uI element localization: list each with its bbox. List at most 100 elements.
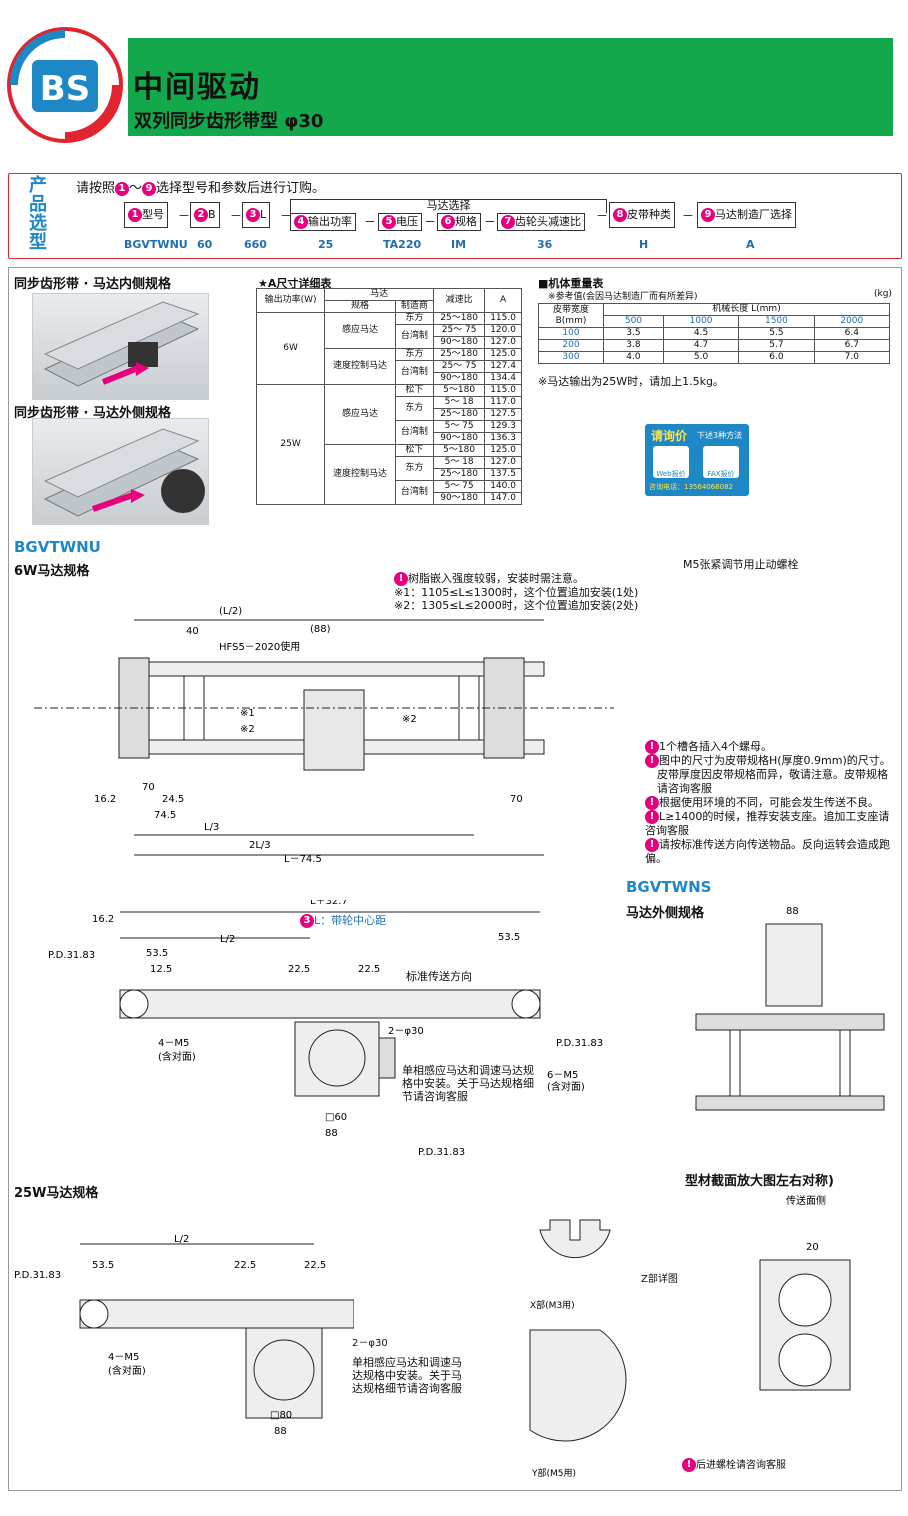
inner-spec-photo xyxy=(32,293,209,400)
drawing-6w-side-view: L＋32.7 16.2 L/2 53.5 12.5 22.5 22.5 53.5… xyxy=(48,900,603,1158)
svg-text:53.5: 53.5 xyxy=(92,1260,114,1271)
code-spec: IM xyxy=(451,238,467,251)
page-subtitle: 双列同步齿形带型 φ30 xyxy=(134,111,324,132)
svg-text:53.5: 53.5 xyxy=(498,932,520,943)
conveying-direction: 标准传送方向 xyxy=(406,970,472,983)
main-frame xyxy=(8,267,902,1491)
svg-text:□60: □60 xyxy=(325,1112,347,1123)
svg-text:88: 88 xyxy=(325,1128,338,1139)
svg-text:40: 40 xyxy=(186,626,199,637)
svg-text:(含对面): (含对面) xyxy=(108,1364,146,1377)
svg-text:22.5: 22.5 xyxy=(304,1260,326,1271)
drawing-part-details: X部(M3用) Y部(M5用) xyxy=(529,1219,627,1479)
weight-note: ※参考值(会因马达制造厂而有所差异) xyxy=(548,292,698,302)
weight-table-title: ■机体重量表 xyxy=(538,277,604,290)
web-quote-icon: Web报价 xyxy=(653,446,689,478)
svg-text:53.5: 53.5 xyxy=(146,948,168,959)
svg-text:P.D.31.83: P.D.31.83 xyxy=(418,1147,465,1158)
motor-6w-title: 6W马达规格 xyxy=(14,564,90,579)
code-voltage: TA220 xyxy=(383,238,422,251)
svg-text:70: 70 xyxy=(510,794,523,805)
code-l: 660 xyxy=(244,238,267,251)
right-notes: !1个槽各插入4个螺母。 !图中的尺寸为皮带规格H(厚度0.9mm)的尺寸。 皮… xyxy=(645,740,891,865)
weight-unit: (kg) xyxy=(874,289,892,299)
svg-text:22.5: 22.5 xyxy=(358,964,380,975)
svg-text:74.5: 74.5 xyxy=(154,810,176,821)
svg-text:L/2: L/2 xyxy=(174,1234,189,1245)
product-selection-box xyxy=(8,173,902,259)
drawing-6w-top-view: (L/2) 40 (88) HFS5－2020使用 L/3 2L/3 L－74.… xyxy=(34,606,614,865)
model-u-title: BGVTWNU xyxy=(14,538,101,556)
svg-text:□80: □80 xyxy=(270,1410,292,1421)
svg-text:6－M5: 6－M5 xyxy=(547,1070,578,1081)
m5-label: M5张紧调节用止动螺栓 xyxy=(683,558,799,571)
a-table-title: ★A尺寸详细表 xyxy=(258,277,332,290)
install-note-25w: 单相感应马达和调速马达规格中安装。关于马达规格细节请咨询客服 xyxy=(352,1356,462,1395)
svg-text:12.5: 12.5 xyxy=(150,964,172,975)
svg-text:2L/3: 2L/3 xyxy=(249,840,271,851)
selection-side-label: 产品选型 xyxy=(29,175,47,253)
bolt-30-label: 2－φ30 xyxy=(352,1338,388,1349)
svg-text:HFS5－2020使用: HFS5－2020使用 xyxy=(219,640,300,653)
outer-spec-photo xyxy=(32,418,209,525)
svg-text:22.5: 22.5 xyxy=(234,1260,256,1271)
svg-text:20: 20 xyxy=(806,1242,819,1253)
svg-text:22.5: 22.5 xyxy=(288,964,310,975)
svg-text:L/2: L/2 xyxy=(220,934,235,945)
svg-text:L－74.5: L－74.5 xyxy=(284,854,322,865)
svg-text:传送面侧: 传送面侧 xyxy=(786,1194,826,1207)
svg-text:70: 70 xyxy=(142,782,155,793)
svg-text:(含对面): (含对面) xyxy=(547,1080,585,1093)
svg-text:88: 88 xyxy=(786,906,799,917)
svg-text:4－M5: 4－M5 xyxy=(158,1038,189,1049)
code-motor-maker: A xyxy=(746,238,755,251)
code-b: 60 xyxy=(197,238,213,251)
drawing-profile-section: 传送面侧 20 xyxy=(759,1194,851,1391)
motor-group-label: 马达选择 xyxy=(290,199,607,213)
svg-text:※1: ※1 xyxy=(240,708,255,719)
svg-text:L/3: L/3 xyxy=(204,822,219,833)
inner-spec-title: 同步齿形带 · 马达内侧规格 xyxy=(14,277,171,292)
code-gear-ratio: 36 xyxy=(537,238,553,251)
code-belt-type: H xyxy=(639,238,649,251)
svg-text:P.D.31.83: P.D.31.83 xyxy=(14,1270,61,1281)
svg-text:88: 88 xyxy=(274,1426,287,1437)
svg-text:P.D.31.83: P.D.31.83 xyxy=(48,950,95,961)
profile-title: 型材截面放大图左右对称) xyxy=(685,1174,834,1189)
svg-text:24.5: 24.5 xyxy=(162,794,184,805)
model-s-title: BGVTWNS xyxy=(626,878,712,896)
drawing-25w-side-view: L/2 53.5 22.5 22.5 P.D.31.83 4－M5 (含对面) … xyxy=(14,1234,354,1437)
code-output: 25 xyxy=(318,238,334,251)
weight-footnote: ※马达输出为25W时，请加上1.5kg。 xyxy=(538,375,724,388)
header-bar xyxy=(128,38,893,136)
drawing-outer-motor: 88 xyxy=(695,906,885,1111)
svg-text:P.D.31.83: P.D.31.83 xyxy=(556,1038,603,1049)
rear-bolt-note: !后进螺栓请咨询客服 xyxy=(682,1456,786,1472)
inquiry-badge[interactable]: 请询价 下述3种方法 Web报价 FAX报价 咨询电话：13564068082 xyxy=(645,424,749,496)
page-title: 中间驱动 xyxy=(133,70,261,105)
outer-spec-title: 同步齿形带 · 马达外侧规格 xyxy=(14,406,171,421)
code-model: BGVTWNU xyxy=(124,238,188,251)
svg-text:※2: ※2 xyxy=(402,714,417,725)
svg-text:2－φ30: 2－φ30 xyxy=(388,1026,424,1037)
svg-text:Y部(M5用): Y部(M5用) xyxy=(531,1467,576,1479)
svg-text:X部(M3用): X部(M3用) xyxy=(530,1299,575,1311)
svg-text:BS: BS xyxy=(40,69,90,109)
top-notes: !树脂嵌入强度较弱，安装时需注意。 ※1：1105≤L≤1300时，这个位置追加… xyxy=(394,572,639,612)
svg-text:(L/2): (L/2) xyxy=(219,606,242,617)
z-detail-label: Z部详图 xyxy=(641,1274,678,1285)
svg-text:L＋32.7: L＋32.7 xyxy=(310,900,348,907)
svg-text:16.2: 16.2 xyxy=(94,794,116,805)
